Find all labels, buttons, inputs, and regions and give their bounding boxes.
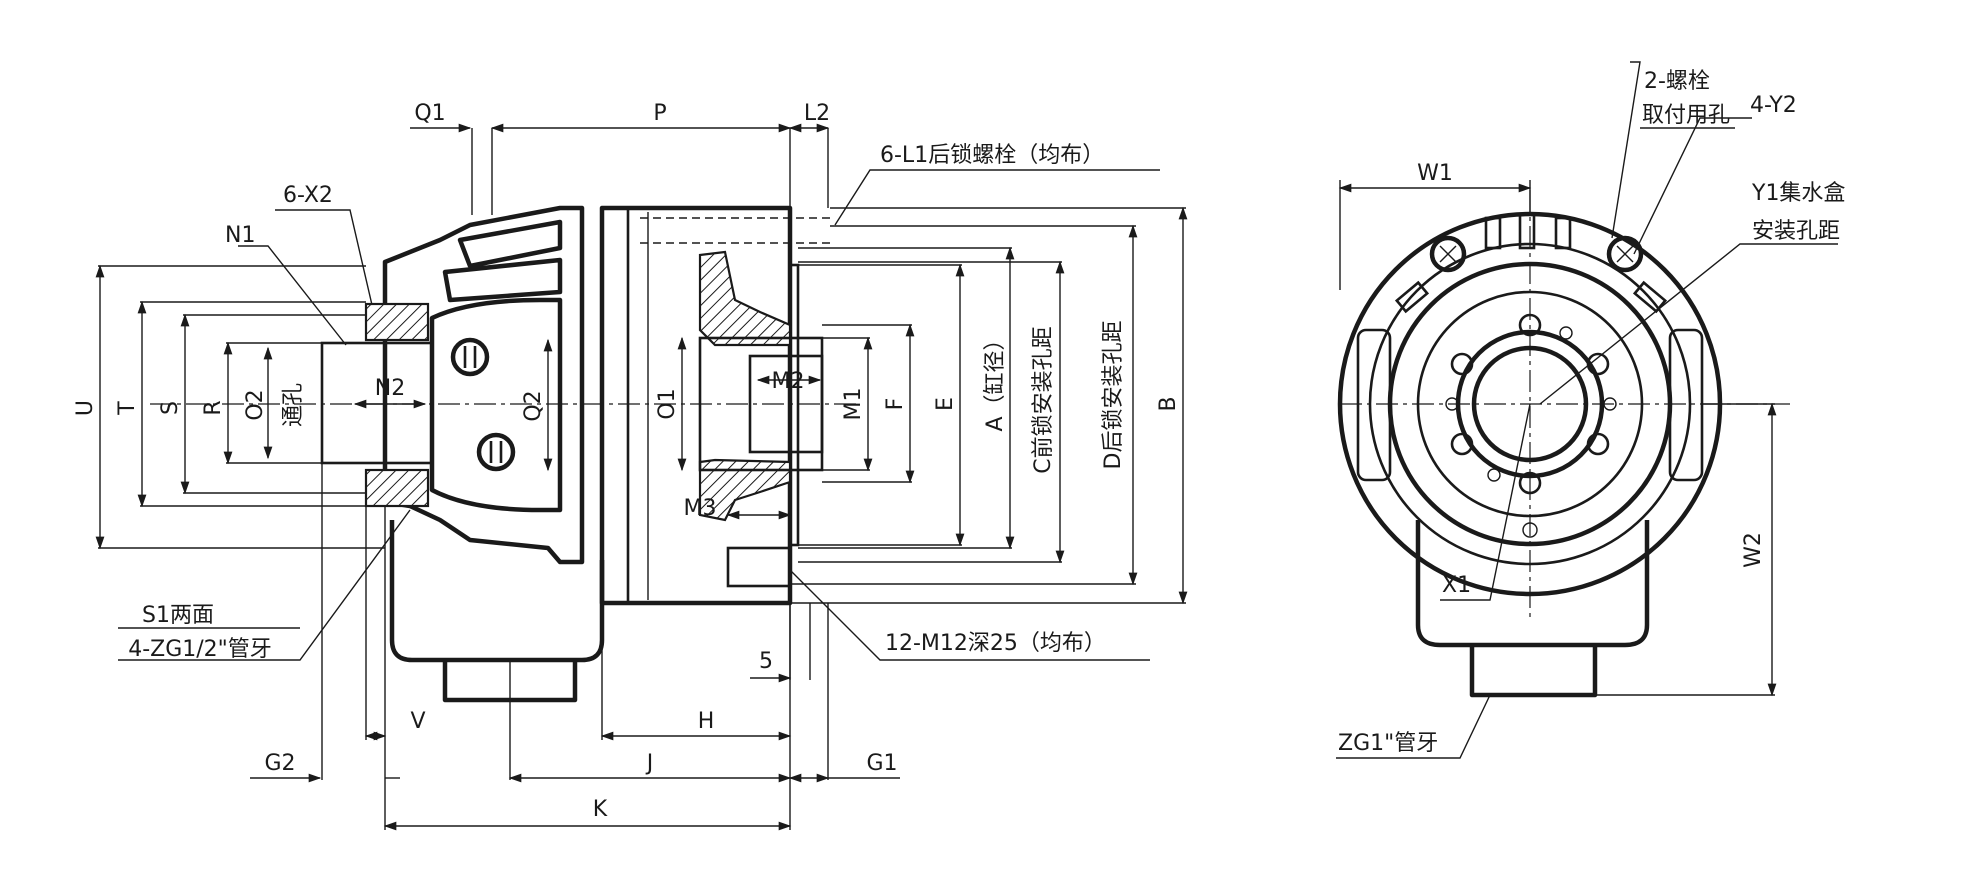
label-X2: 6-X2 [283, 183, 333, 208]
cylinder-body [599, 205, 793, 606]
dim-O1: O1 [655, 388, 680, 419]
m12-tap-hole [726, 546, 792, 588]
rear-port-seal [364, 302, 430, 342]
dim-P: P [653, 101, 666, 126]
front-right-lug [1668, 328, 1704, 482]
through-hole-bore [320, 341, 434, 465]
removal-bolt-left [1429, 235, 1467, 273]
dim-T: T [115, 401, 140, 416]
label-Y1-line1: Y1集水盒 [1751, 181, 1845, 206]
label-M12: 12-M12深25（均布） [885, 631, 1106, 656]
removal-bolt-right [1606, 235, 1644, 273]
rotating-bolt-lower [476, 432, 516, 472]
front-left-lug [1356, 328, 1392, 482]
label-X1: X1 [1442, 573, 1471, 598]
dim-O2: O2 [243, 389, 268, 420]
dim-J: J [645, 751, 654, 776]
dim-D: D后锁安装孔距 [1101, 321, 1126, 470]
front-bolt-circle-ring [1416, 290, 1644, 518]
rear-housing-ribs [442, 219, 563, 303]
label-ZG-half: 4-ZG1/2"管牙 [128, 637, 272, 662]
dim-N2: N2 [375, 376, 405, 401]
front-bore-inner [1471, 345, 1589, 463]
label-L1-bolt: 6-L1后锁螺栓（均布） [880, 143, 1104, 168]
water-box-body [389, 520, 605, 663]
label-N1: N1 [225, 223, 255, 248]
piston-section-lower [698, 458, 792, 522]
dim-F: F [883, 398, 908, 411]
label-S1: S1两面 [142, 603, 214, 628]
dim-G1: G1 [866, 751, 897, 776]
front-water-outlet [1469, 645, 1598, 698]
dim-M2: M2 [772, 369, 805, 394]
dim-S: S [158, 401, 183, 415]
label-through-hole: 通孔 [281, 383, 306, 427]
dim-V: V [410, 709, 425, 734]
dim-Q1: Q1 [414, 101, 445, 126]
label-bolt2-line1: 2-螺栓 [1644, 69, 1710, 94]
dim-L2: L2 [804, 101, 830, 126]
label-Y2: 4-Y2 [1750, 93, 1797, 118]
dim-H: H [698, 709, 715, 734]
dim-W2: W2 [1741, 532, 1766, 568]
front-bore-inner [748, 354, 824, 454]
dim-M3: M3 [684, 496, 717, 521]
front-housing-ribs [1394, 212, 1668, 314]
front-view: W1 W2 2-螺栓 取付用孔 4-Y2 Y1集水盒 安装孔距 X1 ZG1"管… [1336, 61, 1845, 759]
rotating-bolt-upper [450, 337, 490, 377]
dim-C: C前锁安装孔距 [1031, 326, 1056, 473]
front-water-box [1415, 520, 1650, 648]
dim-B: B [1156, 396, 1181, 411]
front-housing-ring [1368, 242, 1692, 566]
piston-section [698, 250, 792, 347]
rear-housing [382, 205, 585, 565]
dim-Q2: Q2 [521, 390, 546, 421]
dim-W1: W1 [1417, 161, 1453, 186]
rear-inner-housing [429, 297, 563, 513]
label-ZG1: ZG1"管牙 [1338, 731, 1438, 756]
dim-K: K [593, 797, 608, 822]
side-view: Q1 P L2 6-L1后锁螺栓（均布） 6-X2 N1 U T S R O2 … [73, 101, 1188, 831]
dim-U: U [73, 400, 98, 416]
dim-G2: G2 [264, 751, 295, 776]
label-Y1-line2: 安装孔距 [1752, 219, 1840, 244]
front-bolt-holes [1445, 313, 1617, 538]
dim-5: 5 [759, 649, 773, 674]
label-bolt2-line2: 取付用孔 [1642, 103, 1730, 128]
dim-R: R [201, 400, 226, 415]
rear-port-seal-lower [364, 468, 430, 508]
front-flange [788, 263, 800, 547]
dim-E: E [933, 397, 958, 411]
dim-M1: M1 [841, 388, 866, 421]
dim-A: A（缸径） [983, 328, 1008, 431]
